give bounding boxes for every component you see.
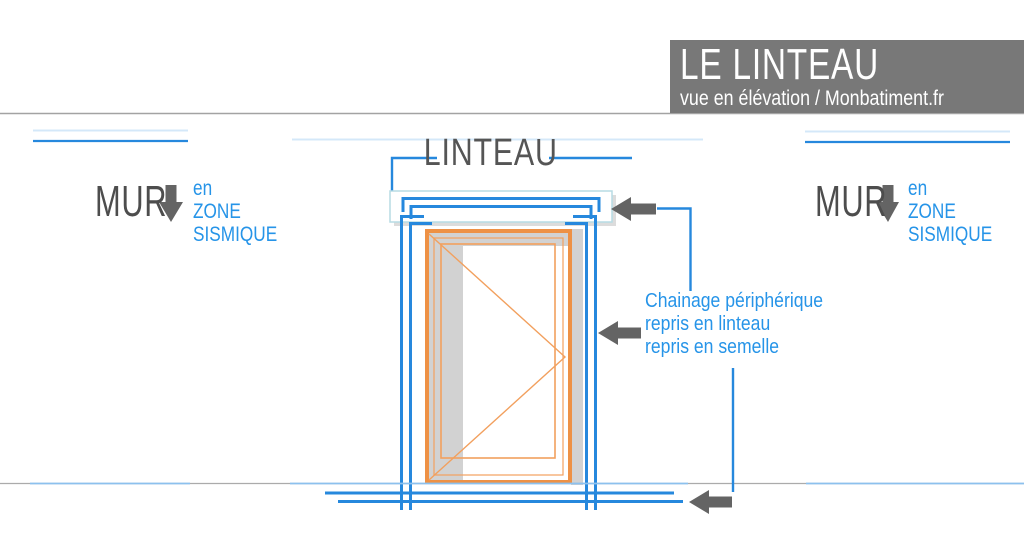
door-swing-lines <box>428 233 567 481</box>
wall-top-line <box>33 139 1010 144</box>
arrow-left-icon <box>689 490 732 514</box>
wall-top-faint-line <box>33 129 1010 141</box>
door-shadow-bands <box>429 229 583 485</box>
arrow-down-icon <box>159 185 183 222</box>
vertical-chainage-bars <box>400 215 597 510</box>
lintel-rebar-bottom <box>409 205 593 219</box>
banner-title: LE LINTEAU <box>680 40 880 89</box>
wall-left-subtitle: en ZONE SISMIQUE <box>193 177 278 246</box>
door-frame-outer <box>425 229 572 484</box>
chainage-annotation: Chainage périphérique repris en linteau … <box>645 290 824 358</box>
arrow-icons <box>159 185 899 514</box>
door-frame-inner-profile <box>433 237 564 476</box>
annotation-connector-lines <box>657 207 735 492</box>
arrow-down-icon <box>876 185 899 222</box>
wall-right-subtitle: en ZONE SISMIQUE <box>908 177 993 246</box>
banner-subtitle: vue en élévation / Monbatiment.fr <box>680 87 944 110</box>
lintel-bracket-left <box>390 156 437 194</box>
wall-right-title: MUR <box>815 177 888 226</box>
footing-chainage-lines <box>325 491 683 503</box>
lintel-rebar-top <box>401 197 601 212</box>
door-leaf <box>440 243 556 459</box>
arrow-left-icon <box>611 197 656 221</box>
arrow-left-icon <box>598 321 641 345</box>
wall-left-title: MUR <box>95 177 168 226</box>
lintel-title: LINTEAU <box>423 132 558 174</box>
title-banner: LE LINTEAU vue en élévation / Monbatimen… <box>670 40 1024 113</box>
